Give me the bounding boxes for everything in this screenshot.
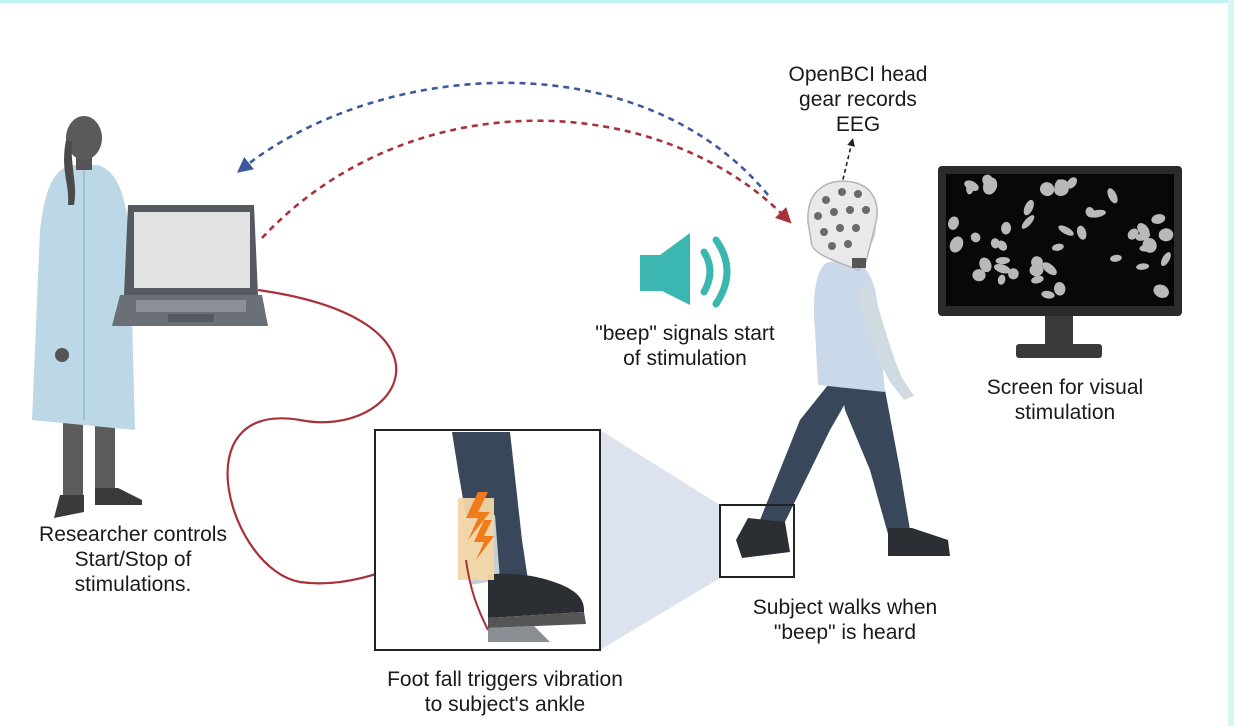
monitor-cell-shape — [1021, 215, 1035, 229]
monitor-cell-shape — [982, 174, 993, 186]
monitor-cell-shape — [1076, 225, 1087, 240]
monitor-cell-shape — [1042, 262, 1057, 276]
monitor-cell-shape — [1139, 244, 1151, 252]
monitor-cell-shape — [993, 264, 1011, 274]
monitor-cell-shape — [995, 256, 1010, 265]
arrow-subject-to-laptop — [236, 81, 770, 196]
monitor-cell-shape — [948, 216, 959, 230]
monitor-cell-shape — [1031, 275, 1044, 284]
laptop[interactable] — [112, 205, 268, 326]
monitor-cell-shape — [997, 274, 1006, 285]
monitor-cell-shape — [1153, 284, 1169, 298]
sensor-cable — [226, 288, 481, 585]
monitor-cell-shape — [1001, 221, 1012, 235]
subject-figure — [736, 180, 950, 558]
monitor-cell-shape — [1136, 263, 1150, 270]
monitor-cell-shape — [1039, 182, 1055, 197]
monitor-cell-shape — [1041, 290, 1055, 299]
monitor-cell-shape — [1066, 177, 1077, 189]
monitor-cell-shape — [1053, 282, 1066, 296]
monitor-cell-shape — [970, 232, 981, 243]
ankle-vibration-inset — [374, 429, 601, 651]
monitor-cell-shape — [1110, 254, 1122, 262]
monitor-cell-shape — [997, 240, 1008, 251]
speaker-icon — [640, 233, 731, 308]
top-accent-bar — [0, 0, 1234, 3]
monitor-cell-shape — [1023, 199, 1034, 216]
researcher-figure — [32, 116, 142, 518]
monitor-cell-shape — [949, 236, 964, 253]
monitor-cell-shape — [1127, 228, 1139, 240]
monitor-cell-shape — [972, 269, 986, 282]
arrow-laptop-to-subject — [261, 119, 792, 239]
monitor-cell-shape — [1137, 223, 1150, 237]
monitor-cell-shape — [1160, 252, 1171, 267]
foot-highlight-box — [719, 504, 795, 578]
monitor-cell-shape — [990, 238, 1000, 249]
monitor-cell-shape — [1107, 188, 1118, 204]
monitor-cell-shape — [966, 182, 974, 195]
monitor-cell-shape — [1058, 225, 1074, 236]
monitor-cell-shape — [979, 257, 992, 273]
label-subject-walks: Subject walks when"beep" is heard — [752, 596, 938, 644]
zoom-wedge — [600, 430, 720, 650]
monitor-cell-shape — [1085, 207, 1095, 218]
monitor-cell-shape — [1057, 179, 1069, 190]
monitor-cell-shape — [1158, 228, 1174, 242]
stimulation-monitor — [938, 166, 1182, 358]
right-accent-bar — [1228, 0, 1234, 726]
monitor-cell-shape — [1151, 214, 1166, 224]
monitor-cell-shape — [1029, 263, 1044, 277]
monitor-cell-shape — [1008, 268, 1019, 280]
monitor-cell-shape — [1051, 243, 1064, 251]
